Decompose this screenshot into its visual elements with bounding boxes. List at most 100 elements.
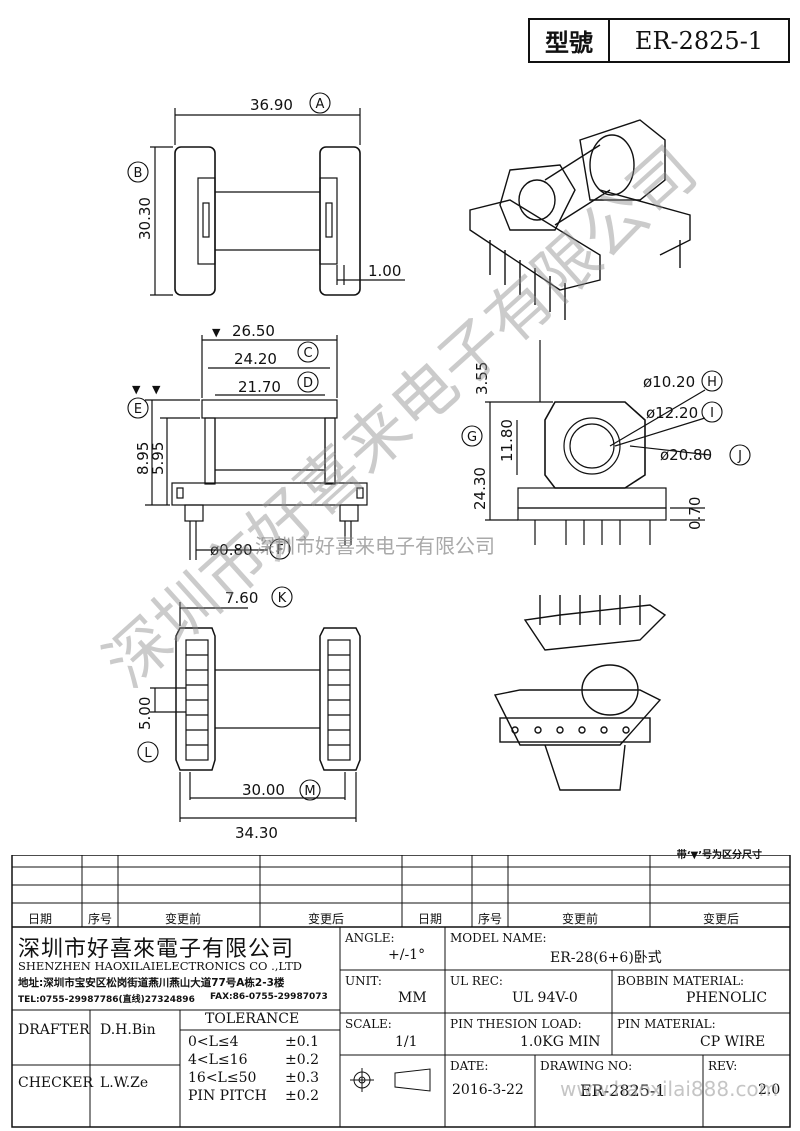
unit-value: MM	[398, 990, 427, 1006]
checker-value: L.W.Ze	[100, 1075, 149, 1091]
dim-e2-value: 5.95	[149, 442, 167, 475]
circle-letter-f: F	[276, 543, 283, 558]
tolerance-value-1: ±0.1	[285, 1034, 319, 1050]
ul-label: UL REC:	[450, 974, 503, 988]
circle-letter-e: E	[134, 402, 142, 417]
front-view	[145, 335, 368, 560]
circle-letter-m: M	[304, 784, 315, 799]
tolerance-range-1: 0<L≤4	[188, 1034, 239, 1050]
angle-value: +/-1°	[388, 947, 426, 963]
title-box: 型號 ER-2825-1	[528, 18, 790, 63]
technical-drawing: A B C D E F G H I J K L M 36.90 30.30 1.…	[91, 92, 751, 842]
pin-material-value: CP WIRE	[700, 1034, 766, 1050]
company-name-cn: 深圳市好喜來電子有限公司	[18, 937, 295, 962]
circle-letter-k: K	[278, 591, 287, 606]
tolerance-range-2: 4<L≤16	[188, 1052, 248, 1068]
circle-letter-group: A B C D E F G H I J K L M	[134, 97, 742, 799]
tolerance-range-3: 16<L≤50	[188, 1070, 257, 1086]
tolerance-range-4: PIN PITCH	[188, 1088, 267, 1104]
circle-markers	[127, 92, 751, 801]
company-tel: TEL:0755-29987786(直线)27324896	[18, 995, 195, 1005]
rev-header-after-2: 变更后	[703, 912, 740, 926]
angle-label: ANGLE:	[345, 931, 395, 945]
circle-letter-c: C	[303, 346, 312, 361]
dim-k-value: 7.60	[225, 589, 258, 607]
dim-a-value: 36.90	[250, 96, 293, 114]
dim-pin-offset-value: 1.00	[368, 262, 401, 280]
pin-material-label: PIN MATERIAL:	[617, 1017, 716, 1031]
date-label: DATE:	[450, 1059, 489, 1073]
dim-c-value: 24.20	[234, 350, 277, 368]
rev-header-date-2: 日期	[418, 912, 443, 926]
dim-j-value: ø20.80	[660, 446, 712, 464]
model-value: ER-28(6+6)卧式	[550, 950, 662, 966]
watermark-site: www.haoxilai888.com	[560, 1077, 779, 1101]
circle-letter-i: I	[710, 406, 714, 421]
tolerance-title: TOLERANCE	[205, 1011, 300, 1027]
dim-h-value: ø10.20	[643, 373, 695, 391]
isometric-view-bottom	[493, 595, 667, 791]
tolerance-value-3: ±0.3	[285, 1070, 319, 1086]
dim-3-55-value: 3.55	[473, 362, 491, 395]
circle-letter-b: B	[134, 166, 143, 181]
company-name-en: SHENZHEN HAOXILAIELECTRONICS CO .,LTD	[18, 959, 302, 973]
dim-e1-value: 8.95	[134, 442, 152, 475]
dim-0-70-value: 0.70	[686, 497, 704, 530]
load-value: 1.0KG MIN	[520, 1034, 601, 1050]
rev-header-date-1: 日期	[28, 912, 53, 926]
isometric-view-top	[469, 119, 691, 320]
dim-b-value: 30.30	[136, 197, 154, 240]
drawing-no-value: ER-2825-1	[580, 1081, 666, 1100]
dim-g-inner-value: 11.80	[498, 419, 516, 462]
dim-d-value: 21.70	[238, 378, 281, 396]
dimension-values: 36.90 30.30 1.00 26.50 24.20 21.70 8.95 …	[134, 96, 712, 842]
bottom-view	[150, 602, 361, 822]
title-block-lines	[11, 855, 791, 1128]
top-view	[150, 108, 405, 296]
dim-i-value: ø12.20	[646, 404, 698, 422]
rev-header-before-2: 变更前	[562, 912, 599, 926]
rev-header-before-1: 变更前	[165, 912, 202, 926]
dim-l-value: 5.00	[136, 697, 154, 730]
dim-26-50-value: 26.50	[232, 322, 275, 340]
drawing-no-label: DRAWING NO:	[540, 1059, 633, 1073]
load-label: PIN THESION LOAD:	[450, 1017, 582, 1031]
circle-letter-h: H	[707, 375, 717, 390]
triangle-marker-icon: ▼	[152, 383, 161, 396]
date-value: 2016-3-22	[452, 1082, 524, 1098]
circle-letter-j: J	[737, 449, 742, 464]
watermark-company-small: 深圳市好喜来电子有限公司	[255, 534, 495, 558]
company-fax: FAX:86-0755-29987073	[210, 992, 328, 1002]
title-model: ER-2825-1	[634, 26, 764, 55]
tolerance-value-2: ±0.2	[285, 1052, 319, 1068]
dim-f-value: ø0.80	[210, 541, 253, 559]
circle-letter-g: G	[467, 430, 477, 445]
dim-34-30-value: 34.30	[235, 824, 278, 842]
rev-header-no-1: 序号	[88, 912, 113, 926]
triangle-marker-icon: ▼	[212, 326, 221, 339]
bobbin-label: BOBBIN MATERIAL:	[617, 974, 745, 988]
ul-value: UL 94V-0	[512, 990, 578, 1006]
rev-label: REV:	[708, 1059, 738, 1073]
title-label: 型號	[530, 20, 610, 61]
tolerance-value-4: ±0.2	[285, 1088, 319, 1104]
rev-header-no-2: 序号	[478, 912, 503, 926]
side-view	[485, 340, 711, 545]
triangle-markers: ▼ ▼ ▼	[132, 326, 221, 396]
dim-m-value: 30.00	[242, 781, 285, 799]
unit-label: UNIT:	[345, 974, 382, 988]
rev-header-after-1: 变更后	[308, 912, 345, 926]
company-address: 地址:深圳市宝安区松岗街道燕川燕山大道77号A栋2-3楼	[18, 977, 285, 989]
checker-label: CHECKER	[18, 1075, 94, 1091]
circle-letter-l: L	[144, 746, 152, 761]
drafter-value: D.H.Bin	[100, 1022, 156, 1038]
rev-value: 2.0	[758, 1082, 781, 1098]
circle-letter-a: A	[316, 97, 325, 112]
drafter-label: DRAFTER	[18, 1022, 90, 1038]
dim-g-outer-value: 24.30	[471, 467, 489, 510]
scale-label: SCALE:	[345, 1017, 392, 1031]
model-label: MODEL NAME:	[450, 931, 547, 945]
bobbin-value: PHENOLIC	[686, 990, 768, 1006]
scale-value: 1/1	[395, 1034, 418, 1050]
